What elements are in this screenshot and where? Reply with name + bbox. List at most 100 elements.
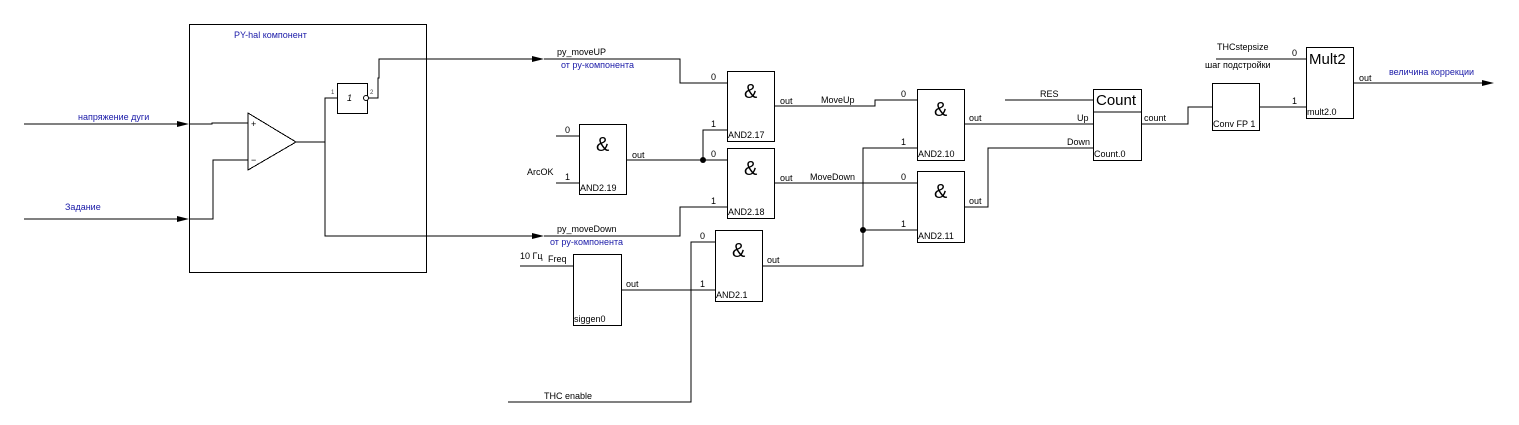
- and2-10-in1-label: 1: [901, 137, 906, 147]
- signal-step-size[interactable]: THCstepsize шаг подстройки: [1205, 42, 1306, 70]
- conv-fp-body: [1212, 83, 1260, 131]
- and-symbol: &: [934, 181, 948, 203]
- input-setpoint[interactable]: Задание: [24, 202, 189, 222]
- wire-py-moveup-to-and2-17: [544, 58, 727, 84]
- py-moveup-label: py_moveUP: [557, 47, 606, 57]
- res-label: RES: [1040, 89, 1059, 99]
- and2-19-out-label: out: [632, 150, 645, 160]
- block-siggen0[interactable]: siggen0 Freq 10 Гц out: [520, 251, 639, 326]
- and2-11-out-label: out: [969, 196, 982, 206]
- and2-18-in1-label: 1: [711, 196, 716, 206]
- wire-arcok-to-and2-17: [702, 129, 727, 160]
- mult2-out-label: out: [1359, 73, 1372, 83]
- junction-dot-icon: [700, 157, 706, 163]
- and2-17-body: [727, 71, 775, 142]
- block-and2-10[interactable]: & AND2.10 0 1 out: [901, 89, 982, 161]
- conv-fp-name: Conv FP 1: [1213, 119, 1255, 129]
- wire-count-to-conv: [1142, 106, 1212, 125]
- siggen0-out-label: out: [626, 279, 639, 289]
- block-and2-1[interactable]: & AND2.1 0 1 out: [700, 230, 780, 302]
- comparator-icon: [247, 112, 297, 171]
- and-symbol: &: [934, 99, 948, 121]
- and2-18-out-label: out: [780, 173, 793, 183]
- count-name: Count.0: [1094, 149, 1126, 159]
- and2-1-out-label: out: [767, 255, 780, 265]
- mult2-in1-label: 1: [1292, 96, 1297, 106]
- mult2-name: mult2.0: [1307, 107, 1337, 117]
- step-size-note: шаг подстройки: [1205, 60, 1271, 70]
- arc-voltage-label: напряжение дуги: [78, 112, 149, 122]
- wire-setpoint-internal: [189, 159, 248, 220]
- and2-11-in0-label: 0: [901, 172, 906, 182]
- arrow-icon: [532, 233, 544, 239]
- arrow-icon: [532, 56, 544, 62]
- junction-dot-icon: [860, 227, 866, 233]
- comparator-plus-pin: +: [251, 119, 256, 129]
- count-title: Count: [1096, 92, 1137, 109]
- block-and2-11[interactable]: & AND2.11 0 1 out: [901, 171, 982, 243]
- signal-py-moveup[interactable]: py_moveUP от py-компонента: [426, 47, 727, 84]
- py-hal-component[interactable]: PY-hal компонент + − 1 1 2: [189, 24, 427, 273]
- and2-10-name: AND2.10: [918, 149, 955, 159]
- block-and2-18[interactable]: & AND2.18 0 1 out: [711, 148, 793, 219]
- and2-1-body: [715, 230, 763, 302]
- wire-not-to-moveup: [368, 58, 426, 99]
- py-movedown-label: py_moveDown: [557, 224, 617, 234]
- input-arc-voltage[interactable]: напряжение дуги: [24, 112, 189, 127]
- siggen0-body: [573, 254, 622, 326]
- arrow-icon: [177, 216, 189, 222]
- and2-19-name: AND2.19: [580, 183, 617, 193]
- block-conv-fp[interactable]: Conv FP 1: [1212, 83, 1260, 131]
- inversion-bubble-icon: [363, 95, 369, 101]
- and-symbol: &: [744, 81, 758, 103]
- wire-thc-enable: [508, 241, 715, 403]
- and-symbol: &: [744, 158, 758, 180]
- wire-and2-1-to-and2-10: [763, 147, 917, 267]
- moveup-net-label: MoveUp: [821, 95, 855, 105]
- py-moveup-note: от py-компонента: [561, 60, 634, 70]
- not-gate: [337, 83, 368, 114]
- wire-arc-voltage-internal: [189, 122, 248, 125]
- count-out-label: count: [1144, 113, 1167, 123]
- arcok-label: ArcOK: [527, 167, 554, 177]
- signal-py-movedown[interactable]: py_moveDown от py-компонента: [426, 206, 727, 247]
- wire-to-not: [324, 97, 337, 119]
- not-gate-pin-in: 1: [331, 90, 335, 96]
- arrow-icon: [1482, 80, 1494, 86]
- and2-11-body: [917, 171, 965, 243]
- and2-19-in0-label: 0: [565, 125, 570, 135]
- py-component-frame: [189, 24, 427, 273]
- comparator-minus-pin: −: [251, 155, 256, 165]
- block-and2-19[interactable]: & AND2.19 0 1 ArcOK out: [527, 124, 645, 195]
- py-movedown-note: от py-компонента: [550, 237, 623, 247]
- and2-17-in0-label: 0: [711, 72, 716, 82]
- and2-17-name: AND2.17: [728, 130, 765, 140]
- and2-18-in0-label: 0: [711, 149, 716, 159]
- net-movedown[interactable]: MoveDown: [775, 172, 917, 184]
- mult2-in0-label: 0: [1292, 48, 1297, 58]
- signal-thc-enable[interactable]: THC enable: [508, 241, 715, 403]
- signal-res[interactable]: RES: [1005, 89, 1093, 101]
- block-mult2[interactable]: Mult2 mult2.0 0 1 out: [1292, 47, 1372, 119]
- and-symbol: &: [596, 134, 610, 156]
- wire-and2-11-to-count-down: [965, 147, 1093, 208]
- and2-18-name: AND2.18: [728, 207, 765, 217]
- net-moveup[interactable]: MoveUp: [775, 95, 917, 107]
- signal-correction-output[interactable]: величина коррекции: [1354, 67, 1494, 86]
- and2-11-in1-label: 1: [901, 219, 906, 229]
- thc-enable-label: THC enable: [544, 391, 592, 401]
- and2-17-in1-label: 1: [711, 119, 716, 129]
- siggen0-freq-pin: Freq: [548, 254, 567, 264]
- wire-moveup: [775, 99, 917, 107]
- block-count[interactable]: Count Count.0 Up Down count: [1067, 89, 1167, 161]
- block-and2-17[interactable]: & AND2.17 0 1 out: [711, 71, 793, 142]
- and2-10-out-label: out: [969, 113, 982, 123]
- not-gate-pin-out: 2: [370, 90, 374, 96]
- wire-comparator-to-movedown: [324, 119, 426, 237]
- and2-19-in1-label: 1: [565, 172, 570, 182]
- and-symbol: &: [732, 240, 746, 262]
- count-up-pin: Up: [1077, 113, 1089, 123]
- mult2-title: Mult2: [1309, 51, 1346, 68]
- correction-output-label: величина коррекции: [1389, 67, 1474, 77]
